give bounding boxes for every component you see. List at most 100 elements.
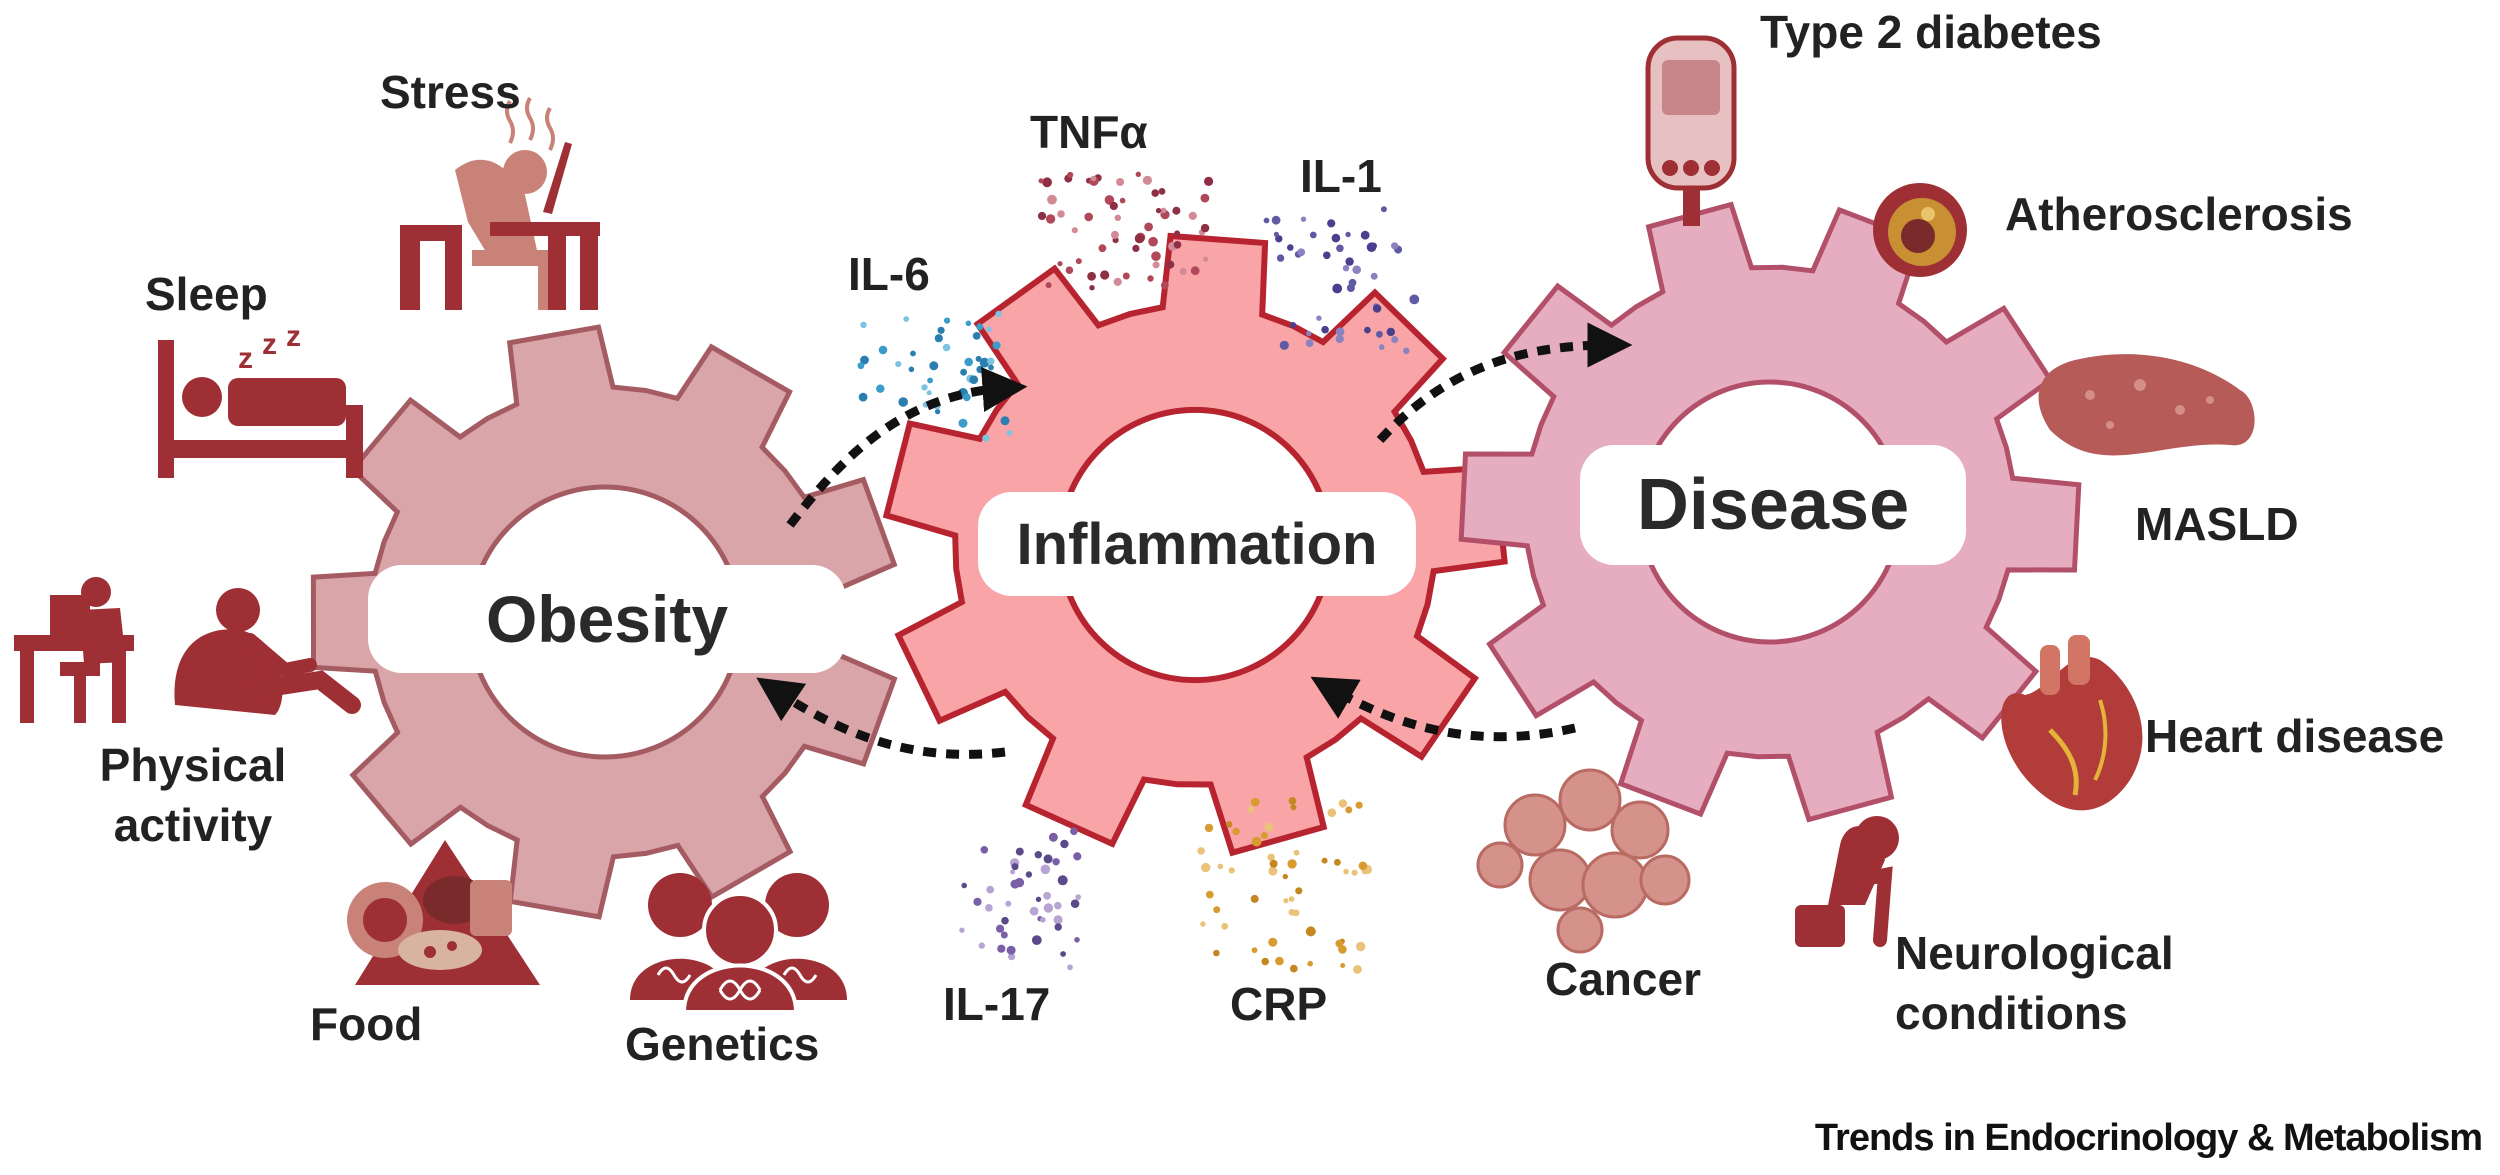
crp-particles — [1197, 797, 1373, 974]
particle-dot — [1360, 230, 1370, 240]
particle-dot — [1331, 233, 1341, 243]
particle-dot — [1054, 923, 1062, 931]
particle-dot — [1070, 827, 1078, 836]
particle-dot — [1048, 832, 1058, 842]
food-pyramid-icon — [347, 840, 540, 985]
computer-desk-icon — [14, 577, 134, 723]
particle-dot — [1276, 254, 1285, 262]
particle-dot — [1037, 211, 1047, 221]
particle-dot — [1067, 171, 1074, 179]
beanbag-phone-icon — [174, 588, 361, 715]
particle-dot — [1174, 230, 1181, 237]
particle-dot — [1047, 194, 1057, 205]
particle-dot — [1034, 851, 1043, 859]
particle-dot — [1250, 894, 1259, 903]
particle-dot — [908, 366, 915, 373]
svg-text:z: z — [238, 342, 253, 375]
particle-dot — [1338, 945, 1347, 954]
particle-dot — [1391, 336, 1399, 344]
particle-dot — [1343, 868, 1349, 875]
particle-dot — [1345, 257, 1354, 266]
il17-label: IL-17 — [943, 978, 1051, 1030]
particle-dot — [1269, 859, 1278, 868]
particle-dot — [1351, 869, 1358, 876]
particle-dot — [1307, 960, 1313, 967]
particle-dot — [969, 375, 979, 385]
glucose-meter-icon — [1645, 35, 1737, 226]
particle-dot — [1267, 853, 1275, 861]
particle-dot — [1321, 325, 1329, 334]
stress-icon — [400, 96, 600, 310]
il1-particles — [1263, 206, 1420, 355]
particle-dot — [1200, 223, 1210, 233]
artery-plaque-icon — [1873, 183, 1967, 277]
particle-dot — [1152, 261, 1160, 269]
particle-dot — [1334, 858, 1341, 866]
particle-dot — [1029, 906, 1039, 916]
particle-dot — [1261, 957, 1269, 966]
particle-dot — [985, 904, 993, 912]
particle-dot — [972, 332, 981, 340]
particle-dot — [1250, 797, 1260, 807]
particle-dot — [1135, 171, 1142, 177]
particle-dot — [1295, 887, 1303, 895]
particle-dot — [1251, 947, 1258, 954]
particle-dot — [1043, 903, 1054, 913]
particle-dot — [1205, 890, 1214, 899]
particle-dot — [1116, 178, 1125, 186]
particle-dot — [1332, 283, 1343, 294]
particle-dot — [1309, 231, 1317, 239]
particle-dot — [980, 846, 989, 854]
particle-dot — [1011, 863, 1019, 871]
particle-dot — [986, 326, 992, 333]
particle-dot — [1025, 871, 1033, 878]
particle-dot — [1100, 270, 1110, 280]
particle-dot — [976, 323, 984, 331]
particle-dot — [1353, 965, 1362, 974]
particle-dot — [997, 944, 1006, 953]
particle-dot — [944, 317, 951, 324]
particle-dot — [921, 384, 928, 391]
particle-dot — [1006, 430, 1013, 436]
particle-dot — [1300, 216, 1307, 222]
particle-dot — [1335, 334, 1344, 344]
genetics-people-icon — [630, 873, 847, 1014]
obesity-to-inflammation-arrow — [786, 367, 1028, 528]
particle-dot — [1386, 327, 1396, 337]
particle-dot — [1251, 836, 1262, 847]
particle-dot — [1403, 347, 1410, 355]
particle-dot — [1283, 898, 1289, 904]
particle-dot — [1282, 873, 1289, 880]
particle-dot — [1376, 330, 1383, 338]
particle-dot — [978, 942, 985, 949]
heart-icon — [2001, 635, 2143, 811]
particle-dot — [903, 316, 910, 322]
il6-particles — [857, 310, 1013, 442]
stress-label: Stress — [380, 66, 521, 118]
particle-dot — [898, 397, 908, 407]
particle-dot — [1155, 207, 1162, 214]
particle-dot — [1316, 315, 1322, 321]
particle-dot — [960, 368, 967, 376]
particle-dot — [1084, 212, 1093, 222]
particle-dot — [1173, 241, 1182, 249]
particle-dot — [1268, 937, 1278, 947]
particle-dot — [1071, 227, 1078, 234]
il17-particles — [959, 827, 1082, 971]
cancer-label: Cancer — [1545, 953, 1701, 1005]
tnfa-label: TNFα — [1030, 106, 1148, 158]
particle-dot — [1075, 258, 1082, 265]
particle-dot — [1378, 344, 1385, 350]
obesity-gear — [310, 324, 898, 920]
particle-dot — [1200, 921, 1206, 927]
food-label: Food — [310, 998, 423, 1050]
particle-dot — [1279, 340, 1289, 350]
particle-dot — [1247, 806, 1255, 813]
particle-dot — [1228, 867, 1235, 874]
particle-dot — [992, 341, 1001, 350]
particle-dot — [860, 355, 869, 365]
particle-dot — [1305, 926, 1316, 937]
particle-dot — [1336, 244, 1344, 253]
particle-dot — [1201, 862, 1211, 873]
